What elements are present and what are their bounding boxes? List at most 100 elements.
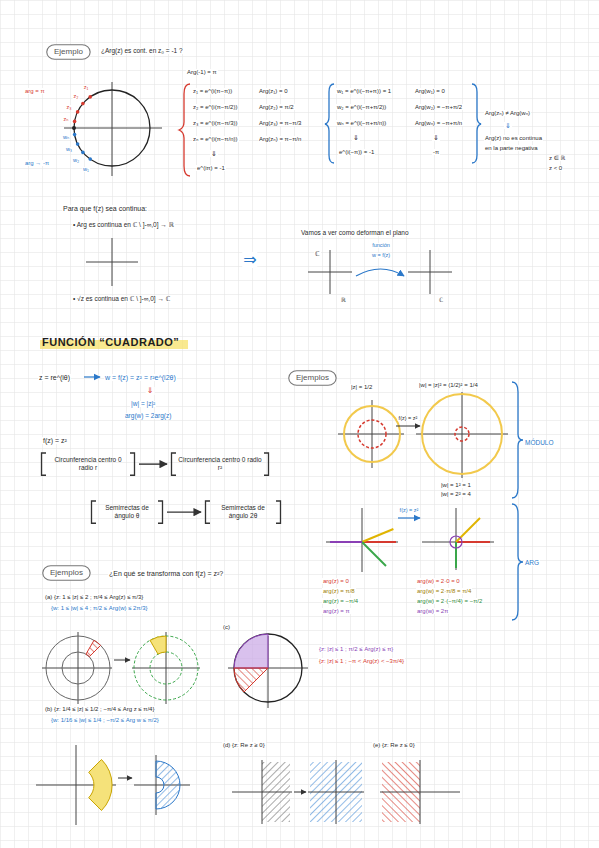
example-tag: Ejemplo (46, 44, 91, 60)
node-text: Semirrectas de ángulo θ (98, 504, 156, 520)
note-label: (d) {z: Re z ≥ 0} (222, 742, 266, 748)
note-label: ARG (524, 560, 540, 567)
note-label: arg(z) = −π/4 (322, 598, 359, 604)
node-text: Circunferencia centro 0 radio r² (178, 456, 262, 472)
point (81, 102, 85, 106)
note-label: arg = π (24, 88, 46, 94)
note-label: Arg(z₁) = 0 (258, 88, 289, 94)
circle (422, 394, 502, 474)
note-label: {z: |z| ≤ 1 ; π/2 ≤ Arg(z) ≤ π} (318, 646, 394, 652)
brace (325, 84, 334, 163)
bracket-outline (42, 453, 135, 475)
note-label: • Arg es continua en ℂ \ ]-∞,0] → ℝ (72, 222, 175, 229)
region (156, 761, 180, 809)
circle (344, 406, 400, 462)
bracket-outline (92, 501, 163, 523)
note-label: Arg(wₙ) = −π+π/n (414, 120, 463, 126)
arrow (118, 778, 132, 779)
note-label: Vamos a ver como deforman el plano (300, 230, 410, 237)
note-label: |w| = |z|² (130, 401, 156, 408)
example-tag: Ejemplos (42, 565, 91, 581)
note-label: f(z) = z² (42, 437, 68, 444)
axis (338, 434, 404, 435)
node-text: Ejemplos (296, 373, 329, 383)
bracket-box: Circunferencia centro 0 radio r² (170, 452, 270, 476)
note-label: wₙ = e^(i(−π+π/n)) (336, 120, 387, 126)
note-label: ⇒ (242, 252, 257, 268)
note-label: f(z) = z² (399, 508, 420, 514)
note-label: w₁ (82, 167, 90, 173)
note-label: {w: 1 ≤ |w| ≤ 4 ; π/2 ≤ Arg(w) ≤ 2π/3} (50, 605, 149, 611)
bracket-box: Circunferencia centro 0 radio r (40, 452, 136, 476)
note-label: función (371, 243, 391, 249)
note-label: z₂ = e^(i(π−π/2)) (192, 104, 238, 110)
note-label: arg(w) = 2·0 = 0 (416, 578, 461, 584)
axis (78, 632, 79, 704)
note-label: arg(w) = 2·(−π/4) = −π/2 (416, 598, 483, 604)
note-label: (b) {z: 1/4 ≤ |z| ≤ 1/2 ; −π/4 ≤ Arg z ≤… (44, 706, 155, 712)
note-label: z₁ (83, 85, 90, 91)
arrow (114, 660, 130, 661)
note-label: arg → -π (24, 160, 50, 166)
note-label: w₃ (65, 147, 73, 153)
note-label: w = f(z) = z² = r²e^(i2θ) (104, 374, 177, 381)
node-text: Ejemplos (50, 568, 83, 578)
ray (362, 541, 396, 543)
note-label: ¿En qué se transforma con f(z) = z²? (108, 570, 224, 577)
point (76, 142, 80, 146)
note-label: arg(w) = 2·π/8 = π/4 (416, 588, 472, 594)
note-label: w₂ (72, 158, 80, 164)
brace (512, 382, 523, 498)
circle (358, 420, 386, 448)
note-label: • √z es continua en ℂ \ ]-∞,0] → ℂ (72, 296, 171, 303)
arrow (84, 376, 100, 377)
ray (455, 542, 457, 568)
ray (456, 541, 490, 543)
axis (326, 542, 398, 543)
node-text: Semirrectas de ángulo 2θ (212, 504, 274, 520)
note-label: en la parte negativa (484, 145, 539, 151)
region (234, 634, 268, 668)
note-label: |w| = 2² = 4 (440, 491, 472, 497)
implication-arrow (139, 463, 167, 464)
point (73, 120, 77, 124)
note-label: arg(z) = π (322, 608, 351, 614)
point (73, 133, 77, 137)
region (234, 668, 268, 692)
point (72, 126, 76, 130)
point (81, 151, 85, 155)
note-label: (a) {z: 1 ≤ |z| ≤ 2 ; π/4 ≤ Arg(z) ≤ π/3… (44, 594, 144, 600)
note-label: Arg(zₙ) = π−π/n (258, 136, 302, 142)
note-label: e^(iπ) = -1 (196, 165, 226, 171)
axis (134, 785, 190, 786)
axis (430, 250, 431, 294)
axis (42, 668, 112, 669)
point (88, 157, 92, 161)
note-label: z₁ = e^(i(π−π)) (192, 88, 233, 94)
note-label: -π (432, 149, 440, 155)
unit-circle (74, 90, 150, 166)
circle (150, 652, 182, 684)
brace (472, 84, 481, 163)
note-label: ⇓ (146, 387, 155, 395)
note-label: (c) (222, 624, 231, 630)
note-label: Arg(z) no es continua (484, 135, 543, 141)
implication-arrow (167, 511, 201, 512)
note-label: z₂ (73, 94, 80, 100)
ray (362, 542, 386, 566)
circle (134, 636, 198, 700)
note-label: ⇓ (432, 134, 440, 141)
note-label: z ∈ ℝ (548, 155, 566, 161)
note-label: arg(z) = π/8 (322, 588, 356, 594)
axis (372, 400, 373, 468)
note-label: wₙ (62, 135, 70, 141)
point (76, 110, 80, 114)
note-label: Arg(z₃) = π−π/3 (258, 120, 302, 126)
note-label: z < 0 (548, 165, 563, 171)
note-label: ⇓ (504, 122, 512, 129)
note-label: arg(w) = 2arg(z) (124, 413, 172, 420)
bracket-outline (206, 501, 281, 523)
circle (46, 636, 110, 700)
